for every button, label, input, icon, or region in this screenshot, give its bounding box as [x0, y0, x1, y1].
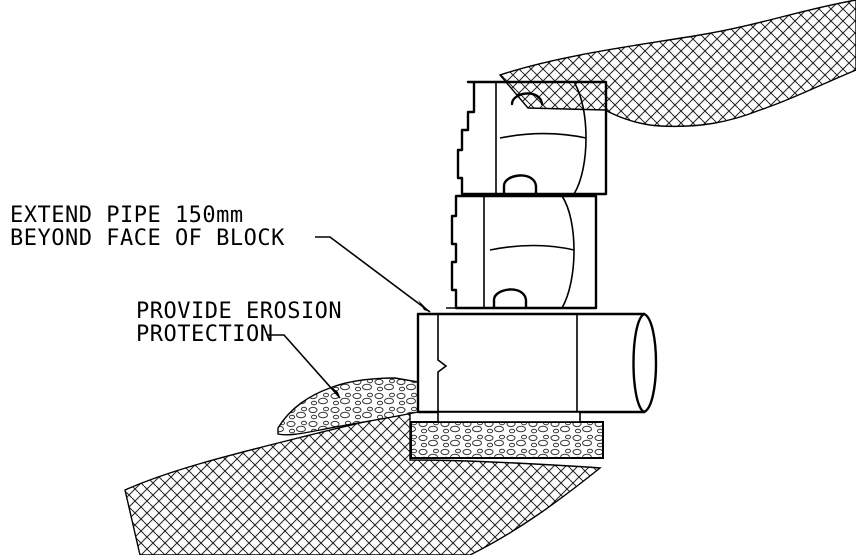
drain-pipe	[416, 312, 658, 414]
lower-block	[446, 194, 598, 310]
erosion-note-line-2: PROTECTION	[136, 322, 273, 347]
pipe-leader-line	[315, 236, 431, 313]
erosion-leader-arrow	[330, 386, 340, 398]
lower-ground-slope	[124, 411, 602, 555]
gravel-bedding	[410, 421, 604, 459]
upper-retained-soil	[498, 0, 856, 128]
pipe-underside-band	[437, 411, 581, 423]
upper-block	[456, 80, 608, 196]
erosion-leader-line	[268, 334, 341, 399]
pipe-leader-arrow	[418, 300, 430, 312]
pipe-note-line-2: BEYOND FACE OF BLOCK	[10, 226, 285, 251]
pipe-note-line-1: EXTEND PIPE 150mm	[10, 203, 244, 228]
erosion-note-line-1: PROVIDE EROSION	[136, 299, 342, 324]
